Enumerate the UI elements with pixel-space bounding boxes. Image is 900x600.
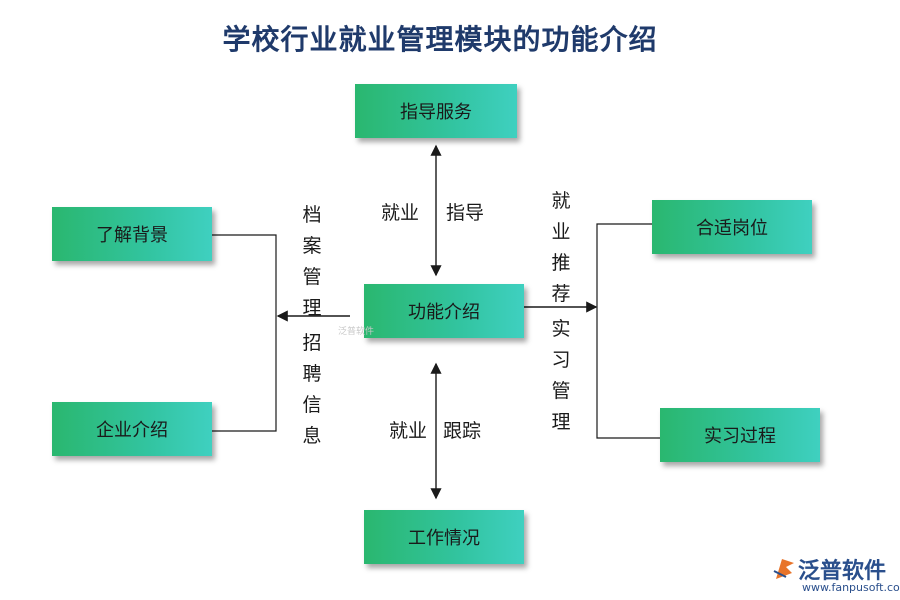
- edge-label-left-upper: 档案管理: [302, 204, 322, 319]
- logo-url: www.fanpusoft.com: [802, 581, 900, 594]
- logo-name: 泛普软件: [798, 559, 887, 584]
- edge-label-bottom-right: 跟踪: [443, 420, 482, 442]
- edge-label-right-lower: 实习管理: [551, 318, 571, 433]
- watermark: 泛普软件: [338, 327, 375, 337]
- left-bracket: [212, 234, 277, 432]
- edge-label-top-left: 就业: [381, 202, 420, 224]
- brand-logo: 泛普软件 www.fanpusoft.com: [772, 551, 900, 595]
- node-right-bottom: 实习过程: [660, 408, 820, 462]
- edge-label-top-right: 指导: [446, 202, 485, 224]
- node-left-top: 了解背景: [52, 207, 212, 261]
- right-bracket: [596, 223, 660, 439]
- node-center: 功能介绍: [364, 284, 524, 338]
- edge-label-right-upper: 就业推荐: [551, 190, 571, 305]
- node-left-bottom: 企业介绍: [52, 402, 212, 456]
- node-top: 指导服务: [355, 84, 517, 138]
- edge-label-bottom-left: 就业: [389, 420, 428, 442]
- node-bottom: 工作情况: [364, 510, 524, 564]
- node-right-top: 合适岗位: [652, 200, 812, 254]
- page-title: 学校行业就业管理模块的功能介绍: [222, 23, 658, 56]
- edge-label-left-lower: 招聘信息: [302, 332, 322, 447]
- logo-icon: [773, 559, 794, 579]
